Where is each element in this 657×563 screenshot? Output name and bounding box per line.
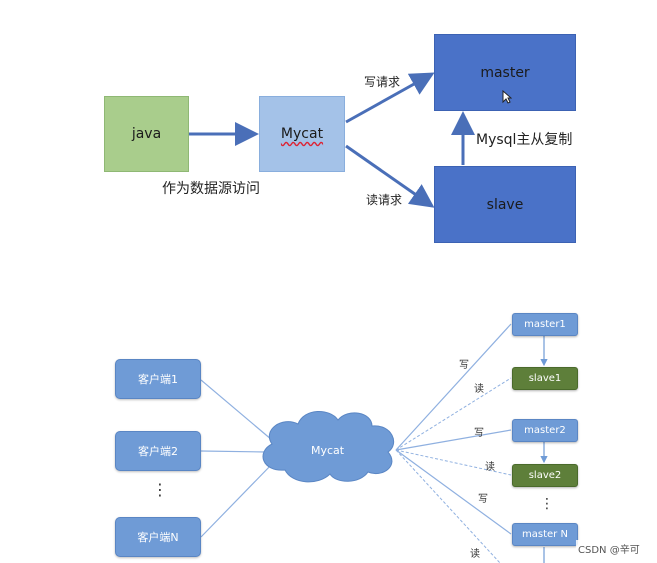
java-label: java xyxy=(131,126,162,142)
node-master2-label: master2 xyxy=(524,425,566,436)
client-2: 客户端2 xyxy=(115,431,201,471)
line-cloud-slave1 xyxy=(395,377,512,451)
read-request-label: 读请求 xyxy=(366,193,403,207)
edge-label-write-3: 写 xyxy=(478,494,488,505)
client-2-label: 客户端2 xyxy=(138,445,178,458)
line-cloud-master2 xyxy=(395,429,512,451)
client-1-label: 客户端1 xyxy=(138,373,178,386)
client-1: 客户端1 xyxy=(115,359,201,399)
mouse-cursor-icon xyxy=(502,89,513,104)
node-slave1-label: slave1 xyxy=(528,373,562,384)
client-n: 客户端N xyxy=(115,517,201,557)
slave-box: slave xyxy=(434,166,576,243)
node-master1: master1 xyxy=(512,313,578,336)
client-ellipsis: ⋮ xyxy=(152,480,168,499)
edge-label-write-2: 写 xyxy=(474,428,484,439)
client-n-label: 客户端N xyxy=(137,531,179,544)
line-cloud-masterN xyxy=(395,449,512,535)
master-label: master xyxy=(480,64,530,81)
line-cloud-master1 xyxy=(395,323,512,451)
node-master1-label: master1 xyxy=(524,319,566,330)
edge-label-read-2: 读 xyxy=(485,462,495,473)
line-client1-cloud xyxy=(200,379,273,441)
arrow-mycat-to-master xyxy=(345,72,435,124)
replication-label: Mysql主从复制 xyxy=(476,132,573,148)
cloud-label: Mycat xyxy=(311,444,345,457)
mycat-cloud xyxy=(262,411,394,483)
node-slave2-label: slave2 xyxy=(528,470,562,481)
write-request-label: 写请求 xyxy=(364,75,401,89)
line-client2-cloud xyxy=(200,450,267,453)
mycat-box: Mycat xyxy=(259,96,345,172)
arrow-mycat-to-slave xyxy=(345,144,435,208)
slave-label: slave xyxy=(486,196,524,213)
edge-label-write-1: 写 xyxy=(459,360,469,371)
node-master2: master2 xyxy=(512,419,578,442)
node-slave1: slave1 xyxy=(512,367,578,390)
node-slave2: slave2 xyxy=(512,464,578,487)
edge-label-read-3: 读 xyxy=(470,549,480,560)
line-cloud-slaveN xyxy=(395,449,501,563)
edge-label-read-1: 读 xyxy=(474,384,484,395)
node-ellipsis: ⋮ xyxy=(540,496,554,512)
line-clientN-cloud xyxy=(200,461,275,538)
watermark: CSDN @辛可 xyxy=(576,540,642,557)
mycat-label: Mycat xyxy=(280,126,324,142)
access-caption: 作为数据源访问 xyxy=(162,181,260,197)
node-masterN-label: master N xyxy=(522,529,568,540)
master-box: master xyxy=(434,34,576,111)
node-masterN: master N xyxy=(512,523,578,546)
java-box: java xyxy=(104,96,189,172)
